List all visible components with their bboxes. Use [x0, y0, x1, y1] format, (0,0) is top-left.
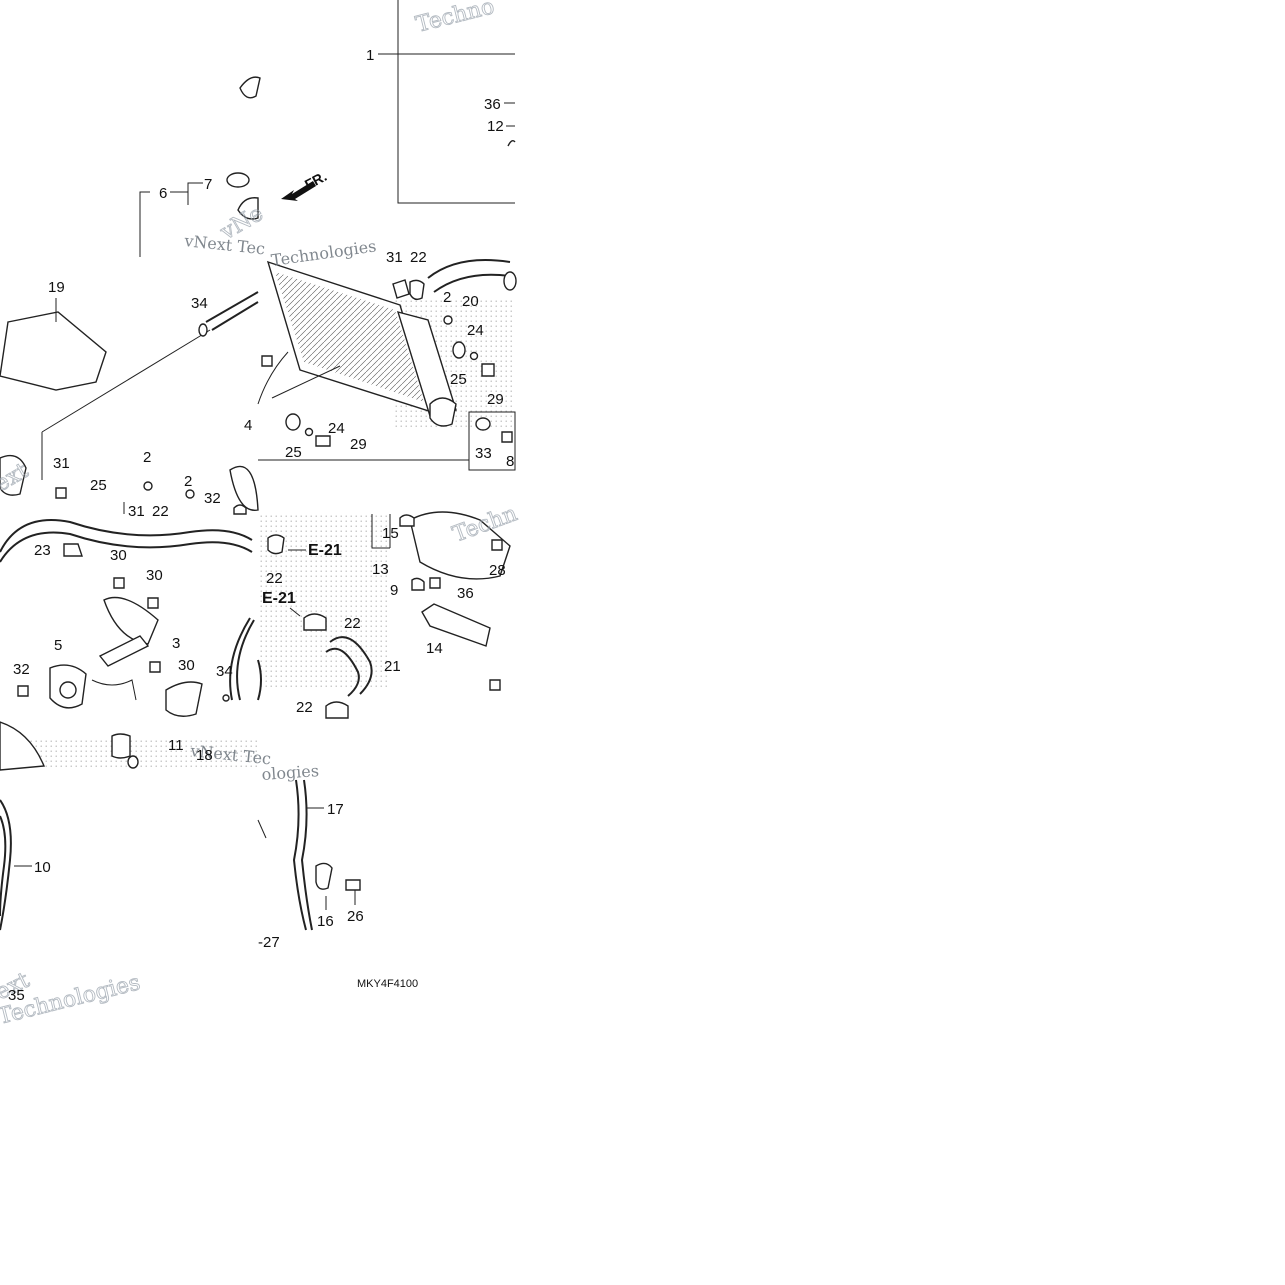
callout-label: 22	[266, 570, 283, 587]
fan-shroud-part	[229, 465, 259, 511]
callout-label: 33	[475, 445, 492, 462]
tile-radiator	[229, 259, 517, 511]
radiator-outlet	[429, 397, 457, 427]
clamp-22	[303, 613, 327, 631]
callout-label: 22	[152, 503, 169, 520]
callout-label: 29	[487, 391, 504, 408]
callout-label: 31	[53, 455, 70, 472]
callout-label: 4	[244, 417, 252, 434]
callout-label: 7	[204, 176, 212, 193]
callout-label: 15	[382, 525, 399, 542]
callout-label: 17	[327, 801, 344, 818]
clamp-part	[392, 279, 410, 299]
callout-label: 30	[110, 547, 127, 564]
callout-label: 3	[172, 635, 180, 652]
bolt-26	[345, 879, 361, 891]
callout-label: 36	[457, 585, 474, 602]
svg-text:Techno: Techno	[413, 0, 497, 38]
callout-label: 23	[34, 542, 51, 559]
fan-blade	[0, 721, 46, 771]
grommet-part	[452, 341, 466, 359]
bracket-part	[239, 76, 261, 99]
callout-label: 14	[426, 640, 443, 657]
callout-label: 19	[48, 279, 65, 296]
callout-label: 25	[450, 371, 467, 388]
hose-upper	[427, 259, 511, 279]
callout-label: 9	[390, 582, 398, 599]
callout-label: 12	[487, 118, 504, 135]
svg-text:ologies: ologies	[261, 761, 320, 784]
fan-motor-bracket	[103, 596, 159, 645]
radiator-tank	[396, 310, 457, 417]
callout-label: 28	[489, 562, 506, 579]
tile-left-middle	[0, 291, 259, 515]
tile-top-right	[139, 0, 516, 257]
pump-housing	[0, 454, 27, 496]
callout-label: 22	[344, 615, 361, 632]
cover-plate	[0, 311, 107, 391]
guard-14	[421, 603, 491, 647]
reservoir-tank	[409, 511, 511, 580]
callout-label: 32	[204, 490, 221, 507]
callout-label: 31	[386, 249, 403, 266]
callout-label: 2	[143, 449, 151, 466]
callout-label: 6	[159, 185, 167, 202]
callout-label: 25	[285, 444, 302, 461]
callout-label: 11	[168, 737, 184, 754]
tile-middle	[257, 511, 511, 719]
callout-label: 34	[216, 663, 233, 680]
callout-label: 18	[196, 747, 213, 764]
callout-label: 34	[191, 295, 208, 312]
callout-label: 35	[8, 987, 25, 1004]
callout-label: 31	[128, 503, 145, 520]
tile-left-lower	[0, 519, 257, 771]
reference-e21-upper: E-21	[308, 542, 342, 559]
callout-label: -27	[258, 934, 280, 951]
svg-text:Technologies: Technologies	[270, 236, 378, 270]
cap-part	[237, 197, 259, 220]
clamp-23	[63, 543, 83, 557]
callout-label: 2	[443, 289, 451, 306]
callout-label: 22	[410, 249, 427, 266]
callout-label: 24	[328, 420, 345, 437]
callout-labels: 1 36 12 6 7 19 34 31 22 20 2 24 25 29 4 …	[8, 47, 514, 1004]
callout-label: 26	[347, 908, 364, 925]
callout-label: 20	[462, 293, 479, 310]
callout-label: 1	[366, 47, 374, 64]
callout-label: 30	[146, 567, 163, 584]
reference-e21-lower: E-21	[262, 590, 296, 607]
callout-label: 29	[350, 436, 367, 453]
callout-label: 32	[13, 661, 30, 678]
callout-label: 5	[54, 637, 62, 654]
callout-label: 25	[90, 477, 107, 494]
fan-cover-11	[165, 681, 203, 717]
callout-label: 36	[484, 96, 501, 113]
diagram-code: MKY4F4100	[357, 978, 418, 990]
callout-label: 24	[467, 322, 484, 339]
callout-label: 8	[506, 453, 514, 470]
callout-label: 16	[317, 913, 334, 930]
callout-label: 10	[34, 859, 51, 876]
callout-label: 13	[372, 561, 389, 578]
callout-label: 22	[296, 699, 313, 716]
o-ring-part	[226, 172, 250, 188]
callout-label: 21	[384, 658, 401, 675]
bracket-16	[315, 862, 333, 890]
tile-bottom	[0, 779, 361, 931]
bolt-part	[481, 363, 495, 377]
callout-label: 2	[184, 473, 192, 490]
clip-part	[507, 139, 516, 147]
front-arrow-icon	[281, 181, 316, 201]
callout-label: 30	[178, 657, 195, 674]
